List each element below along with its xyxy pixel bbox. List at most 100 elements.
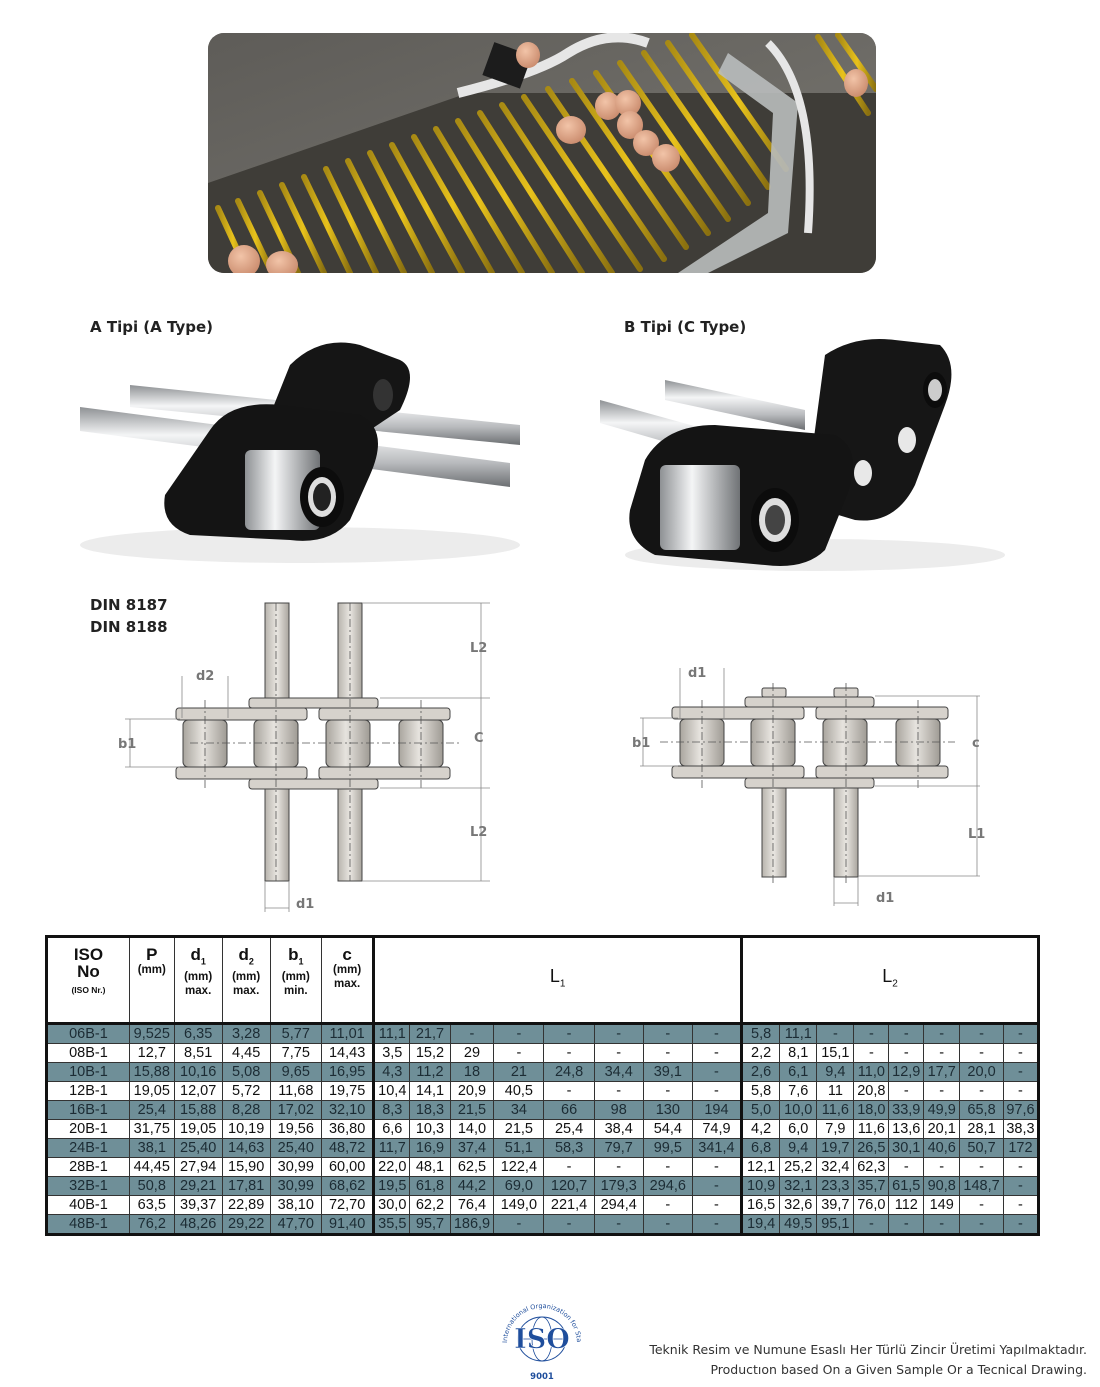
cell-l1: 3,5: [372, 1043, 411, 1063]
hero-photo: [208, 33, 876, 273]
cell-l2: -: [923, 1157, 961, 1177]
cell-l1: 61,8: [409, 1176, 451, 1196]
cell-iso-no: 28B-1: [46, 1157, 130, 1177]
cell-l2: 76,0: [853, 1195, 890, 1215]
cell-l2: -: [1002, 1176, 1040, 1196]
table-header-row: ISO No (ISO Nr.) P (mm) d1 (mm) max. d2 …: [46, 936, 1039, 1025]
cell-l1: 62,2: [409, 1195, 451, 1215]
cell-iso-no: 12B-1: [46, 1081, 130, 1101]
cell-l2: 12,9: [888, 1062, 925, 1082]
cell-b1: 7,75: [269, 1043, 322, 1063]
cell-l1: -: [593, 1023, 644, 1044]
iso-9001-logo: International Organization for Standardi…: [495, 1289, 587, 1383]
cell-l1: 66: [543, 1100, 595, 1120]
cell-b1: 30,99: [269, 1176, 322, 1196]
cell-d2: 29,22: [221, 1214, 271, 1235]
cell-l2: 18,0: [853, 1100, 890, 1120]
cell-l2: 20,1: [923, 1119, 961, 1139]
cell-l2: 49,9: [923, 1100, 961, 1120]
cell-l2: -: [959, 1023, 1004, 1044]
iso-number: 9001: [530, 1372, 554, 1382]
cell-iso-no: 40B-1: [46, 1195, 130, 1215]
technical-drawing-type-c: d1 b1 c L1 d1: [620, 655, 1000, 915]
cell-iso-no: 06B-1: [46, 1023, 130, 1044]
din-standard: DIN 8187: [90, 596, 168, 614]
cell-l2: 50,7: [959, 1138, 1004, 1158]
header-l1: L1: [372, 936, 743, 1025]
footer-line-turkish: Teknik Resim ve Numune Esaslı Her Türlü …: [649, 1342, 1087, 1357]
cell-iso-no: 16B-1: [46, 1100, 130, 1120]
cell-l1: -: [642, 1195, 693, 1215]
cell-l2: 5,8: [740, 1023, 781, 1044]
cell-l2: 6,0: [779, 1119, 818, 1139]
cell-c: 91,40: [320, 1214, 375, 1235]
cell-l1: 179,3: [593, 1176, 644, 1196]
cell-l1: 38,4: [593, 1119, 644, 1139]
cell-l1: -: [642, 1023, 693, 1044]
cell-iso-no: 08B-1: [46, 1043, 130, 1063]
cell-iso-no: 24B-1: [46, 1138, 130, 1158]
cell-d1: 8,51: [173, 1043, 223, 1063]
cell-c: 48,72: [320, 1138, 375, 1158]
cell-l1: 48,1: [409, 1157, 451, 1177]
dim-label-d1-bottom: d1: [876, 891, 894, 906]
cell-l2: 9,4: [816, 1062, 855, 1082]
cell-l2: 32,4: [816, 1157, 855, 1177]
cell-b1: 11,68: [269, 1081, 322, 1101]
cell-l2: -: [923, 1214, 961, 1235]
cell-d1: 15,88: [173, 1100, 223, 1120]
type-a-label: A Tipi (A Type): [90, 318, 213, 336]
cell-l1: 37,4: [449, 1138, 495, 1158]
cell-l1: 21: [493, 1062, 545, 1082]
cell-l2: -: [853, 1214, 890, 1235]
footer-line-english: Productıon based On a Given Sample Or a …: [710, 1362, 1087, 1377]
cell-b1: 30,99: [269, 1157, 322, 1177]
cell-l2: 5,8: [740, 1081, 781, 1101]
cell-d1: 27,94: [173, 1157, 223, 1177]
cell-l1: 221,4: [543, 1195, 595, 1215]
cell-l2: 61,5: [888, 1176, 925, 1196]
cell-l2: -: [959, 1043, 1004, 1063]
cell-l1: 14,1: [409, 1081, 451, 1101]
cell-c: 16,95: [320, 1062, 375, 1082]
type-a-chain-render: [70, 335, 530, 565]
cell-l1: -: [543, 1157, 595, 1177]
dim-label-b1: b1: [632, 736, 650, 751]
header-iso-no: ISO No (ISO Nr.): [46, 936, 130, 1025]
footer-note: Teknik Resim ve Numune Esaslı Her Türlü …: [649, 1340, 1087, 1380]
cell-l2: 26,5: [853, 1138, 890, 1158]
cell-l1: 98: [593, 1100, 644, 1120]
header-pitch: P (mm): [128, 936, 175, 1025]
cell-l2: 148,7: [959, 1176, 1004, 1196]
cell-l1: 30,0: [372, 1195, 411, 1215]
cell-d1: 25,40: [173, 1138, 223, 1158]
cell-d2: 15,90: [221, 1157, 271, 1177]
cell-d2: 22,89: [221, 1195, 271, 1215]
cell-l2: 10,0: [779, 1100, 818, 1120]
cell-l2: -: [959, 1081, 1004, 1101]
cell-l2: 25,2: [779, 1157, 818, 1177]
cell-l1: 25,4: [543, 1119, 595, 1139]
cell-l1: -: [543, 1023, 595, 1044]
cell-l2: 11,0: [853, 1062, 890, 1082]
cell-l2: 28,1: [959, 1119, 1004, 1139]
cell-l1: -: [642, 1157, 693, 1177]
cell-l2: 62,3: [853, 1157, 890, 1177]
cell-b1: 19,56: [269, 1119, 322, 1139]
cell-l2: 7,9: [816, 1119, 855, 1139]
cell-l2: -: [1002, 1157, 1040, 1177]
cell-l1: 10,3: [409, 1119, 451, 1139]
cell-l2: 8,1: [779, 1043, 818, 1063]
cell-l1: 51,1: [493, 1138, 545, 1158]
header-d1: d1 (mm) max.: [173, 936, 223, 1025]
cell-l2: -: [888, 1214, 925, 1235]
cell-l2: -: [1002, 1195, 1040, 1215]
cell-l1: 194: [691, 1100, 743, 1120]
cell-l2: 172: [1002, 1138, 1040, 1158]
cell-pitch: 19,05: [128, 1081, 175, 1101]
cell-l1: -: [543, 1081, 595, 1101]
cell-l2: 10,9: [740, 1176, 781, 1196]
chain-specification-table: ISO No (ISO Nr.) P (mm) d1 (mm) max. d2 …: [45, 935, 1040, 1236]
